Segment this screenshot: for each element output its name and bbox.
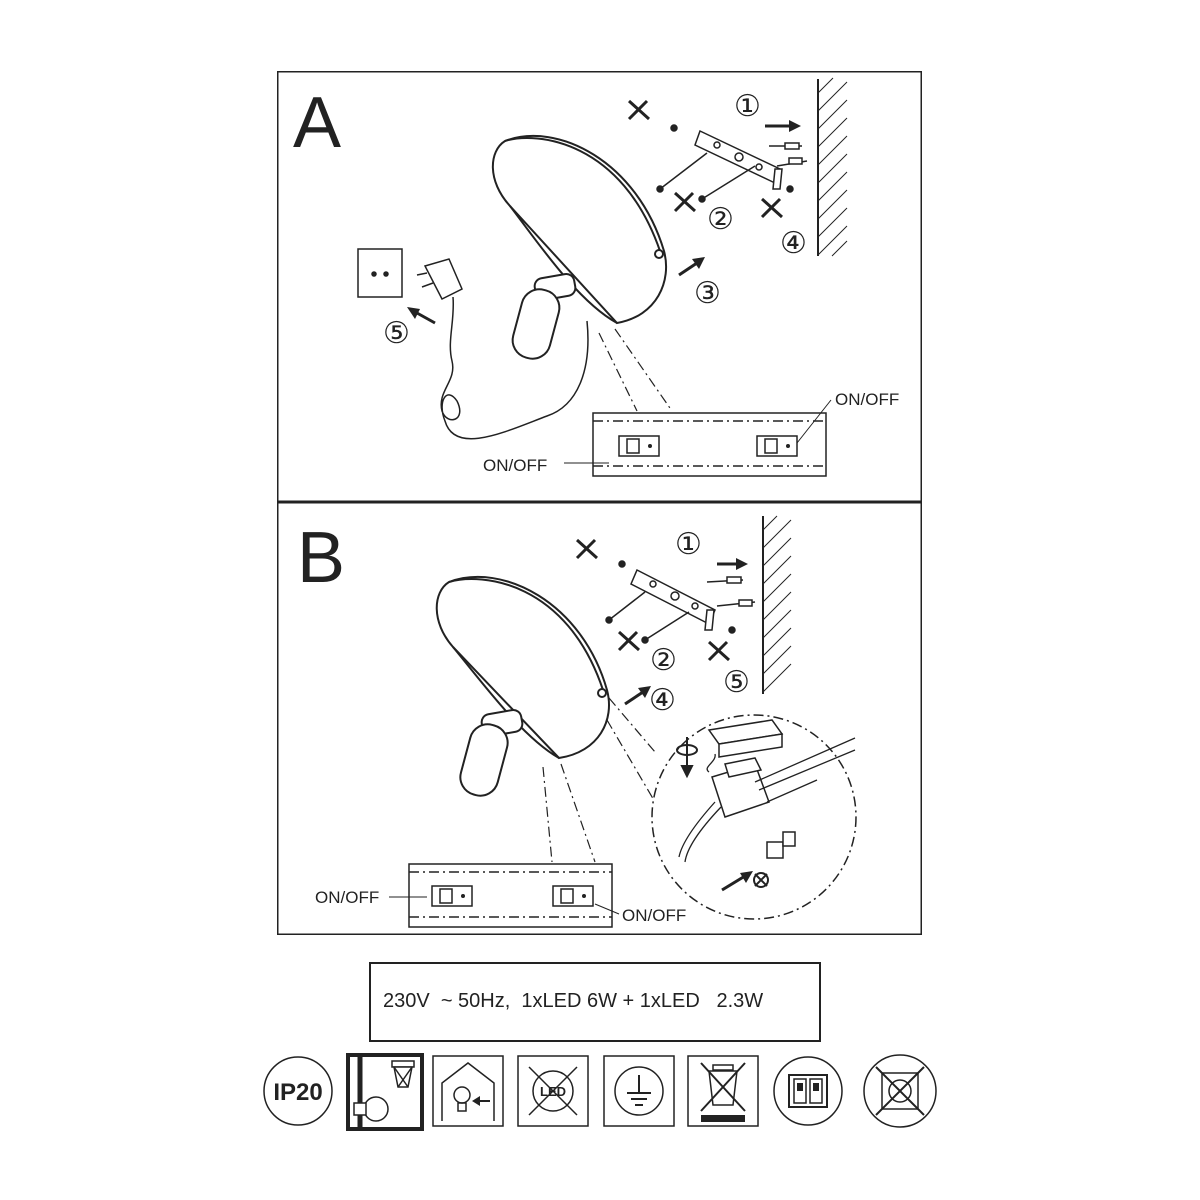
lamp-housing (491, 135, 668, 325)
switch-led-icon (461, 894, 586, 898)
insert-arrow-icon (721, 871, 753, 892)
plug (416, 258, 463, 301)
lamp-housing (435, 575, 610, 760)
arrow-to-wall-icon (717, 558, 748, 570)
no-cover-bulb-icon (346, 1053, 424, 1131)
arrow-5-icon (407, 307, 436, 325)
projection-lines (598, 328, 673, 412)
double-switch-icon (772, 1055, 844, 1127)
mounting-bracket (694, 129, 783, 190)
switch-panel-b (408, 863, 613, 928)
not-dimmable-icon (862, 1053, 938, 1129)
switch-panel-a (592, 412, 827, 477)
screws (656, 124, 808, 203)
step-5: ⑤ (723, 666, 750, 699)
step-2: ② (707, 203, 734, 236)
ip20-label: IP20 (273, 1079, 322, 1106)
switch-led-icon (648, 444, 790, 448)
power-cord (440, 296, 589, 440)
protective-earth-icon (603, 1055, 675, 1127)
panel-b: B ① ② ⑤ ④ ③ (277, 502, 922, 935)
spec-box: 230V ~ 50Hz, 1xLED 6W + 1xLED 2.3W (369, 962, 821, 1042)
wall-socket (357, 248, 403, 298)
screwdriver-icon (575, 538, 731, 662)
weee-bin-icon (687, 1055, 759, 1127)
step-1: ① (734, 90, 761, 123)
led-replaceable-icon: LED (517, 1055, 589, 1127)
panel-b-letter: B (297, 518, 345, 598)
arrow-3-icon (678, 257, 705, 277)
screwdriver-small-icon (753, 872, 769, 888)
arrow-4-icon (624, 686, 651, 706)
panel-b-diagram: B ① ② ⑤ ④ ③ (277, 502, 922, 935)
panel-a: A ① ② ④ ③ ⑤ (277, 71, 922, 502)
panel-a-diagram: A ① ② ④ ③ ⑤ (277, 71, 922, 502)
screws (605, 560, 756, 644)
indoor-use-icon (432, 1055, 504, 1127)
spotlight-arm (459, 708, 524, 797)
step-5: ⑤ (383, 317, 410, 350)
spec-text: 230V ~ 50Hz, 1xLED 6W + 1xLED 2.3W (383, 990, 764, 1012)
step-3: ③ (694, 277, 721, 310)
step-2: ② (650, 644, 677, 677)
rotate-arrow-icon (676, 737, 698, 779)
arrow-to-wall-icon (765, 120, 801, 132)
wiring-detail (651, 714, 857, 920)
on-off-label-left: ON/OFF (315, 888, 379, 907)
on-off-label-right: ON/OFF (622, 906, 686, 925)
mounting-bracket (630, 568, 716, 631)
step-4: ④ (780, 227, 807, 260)
screwdriver-icon (627, 99, 784, 219)
spotlight-arm (511, 272, 577, 360)
wall (762, 515, 792, 694)
projection-lines (542, 697, 656, 863)
ip20-icon: IP20 (262, 1055, 334, 1127)
step-1: ① (675, 528, 702, 561)
wall (817, 77, 848, 257)
step-4: ④ (649, 684, 676, 717)
on-off-label-right: ON/OFF (835, 390, 899, 409)
panel-a-letter: A (293, 83, 341, 163)
on-off-label-left: ON/OFF (483, 456, 547, 475)
